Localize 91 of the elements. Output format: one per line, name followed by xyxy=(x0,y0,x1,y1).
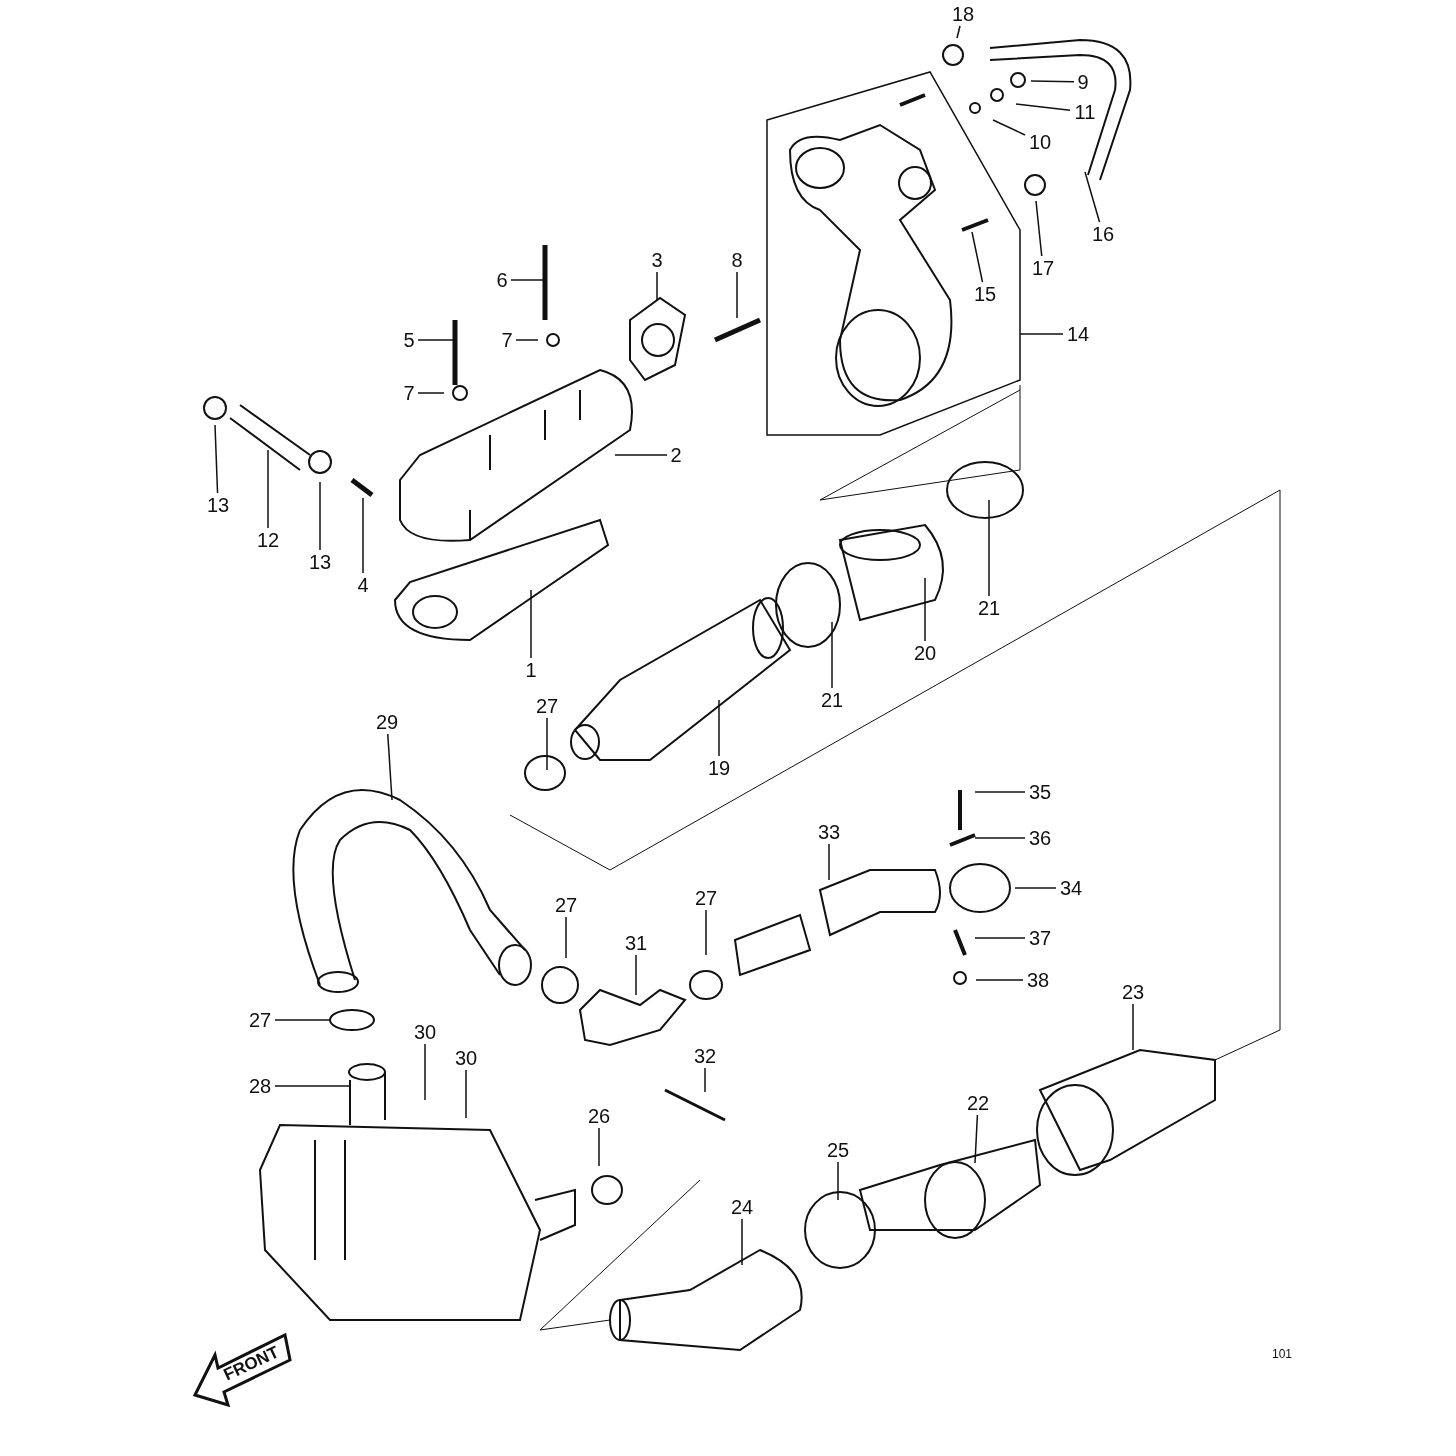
callout-number: 21 xyxy=(820,690,844,710)
leader-line xyxy=(974,837,1026,839)
leader-line xyxy=(614,454,668,456)
callout-number: 5 xyxy=(403,330,415,350)
callout-number: 12 xyxy=(256,530,280,550)
callout-number: 34 xyxy=(1059,878,1083,898)
callout-number: 20 xyxy=(913,643,937,663)
callout-number: 27 xyxy=(248,1010,272,1030)
callout-number: 30 xyxy=(454,1048,478,1068)
leader-line xyxy=(274,1085,351,1087)
callout-number: 10 xyxy=(1028,132,1052,152)
callout-number: 33 xyxy=(817,822,841,842)
leader-line xyxy=(974,791,1026,793)
callout-number: 31 xyxy=(624,933,648,953)
callout-number: 29 xyxy=(375,712,399,732)
callout-number: 38 xyxy=(1026,970,1050,990)
leader-line xyxy=(1015,103,1071,111)
callout-number: 27 xyxy=(554,895,578,915)
callout-number: 9 xyxy=(1077,72,1089,92)
leader-line xyxy=(924,577,926,642)
leader-line xyxy=(417,392,445,394)
callout-number: 25 xyxy=(826,1140,850,1160)
callout-number: 11 xyxy=(1074,102,1096,122)
leader-line xyxy=(736,271,738,319)
callout-number: 36 xyxy=(1028,828,1052,848)
callout-number: 7 xyxy=(501,330,513,350)
leader-line xyxy=(975,979,1024,981)
leader-line xyxy=(718,699,720,757)
callout-number: 18 xyxy=(951,4,975,24)
leader-line xyxy=(214,424,219,494)
leader-line xyxy=(704,1067,706,1093)
callout-number: 16 xyxy=(1091,224,1115,244)
leader-line xyxy=(565,916,567,959)
callout-number: 21 xyxy=(977,598,1001,618)
leader-line xyxy=(1030,80,1075,83)
leader-line xyxy=(417,339,456,341)
leader-line xyxy=(598,1127,600,1167)
callout-number: 3 xyxy=(651,250,663,270)
leader-line xyxy=(705,909,707,956)
callout-number: 27 xyxy=(535,696,559,716)
leader-line xyxy=(956,25,961,39)
leader-line xyxy=(1132,1003,1134,1051)
callout-number: 32 xyxy=(693,1046,717,1066)
callout-number: 37 xyxy=(1028,928,1052,948)
leader-line xyxy=(1019,333,1064,335)
callout-number: 35 xyxy=(1028,782,1052,802)
leader-line xyxy=(424,1043,426,1101)
callout-number: 14 xyxy=(1066,324,1090,344)
callout-number: 1 xyxy=(525,660,537,680)
callout-number: 13 xyxy=(206,495,230,515)
leader-line xyxy=(837,1161,839,1201)
callout-number: 2 xyxy=(670,445,682,465)
leader-line xyxy=(656,271,658,301)
page-number: 101 xyxy=(1272,1348,1293,1360)
callout-number: 27 xyxy=(694,888,718,908)
callout-number: 24 xyxy=(730,1197,754,1217)
leader-line xyxy=(465,1069,467,1119)
callout-number: 30 xyxy=(413,1022,437,1042)
leader-line xyxy=(992,119,1026,136)
leader-line xyxy=(831,621,833,689)
leader-line xyxy=(1035,200,1043,257)
leader-line xyxy=(274,1019,331,1021)
callout-number: 23 xyxy=(1121,982,1145,1002)
callout-number: 17 xyxy=(1031,258,1055,278)
callout-number: 19 xyxy=(707,758,731,778)
callout-number: 22 xyxy=(966,1093,990,1113)
leader-line xyxy=(1084,171,1101,223)
leader-line xyxy=(546,717,548,771)
callout-number: 26 xyxy=(587,1106,611,1126)
leader-line xyxy=(974,1114,979,1164)
leader-line xyxy=(510,279,546,281)
leader-line xyxy=(530,589,532,659)
leader-line xyxy=(515,339,539,341)
callout-number: 6 xyxy=(496,270,508,290)
callout-number: 8 xyxy=(731,250,743,270)
callout-number: 15 xyxy=(973,284,997,304)
leader-line xyxy=(988,499,990,597)
leader-line xyxy=(319,481,321,551)
callout-number: 28 xyxy=(248,1076,272,1096)
callout-number: 7 xyxy=(403,383,415,403)
leader-line xyxy=(971,231,984,283)
leader-line xyxy=(267,449,269,529)
leader-line xyxy=(828,843,830,881)
leader-line xyxy=(1014,887,1057,889)
leader-line xyxy=(387,733,393,801)
leader-line xyxy=(635,954,637,996)
callout-number: 13 xyxy=(308,552,332,572)
leader-line xyxy=(974,937,1026,939)
leader-line xyxy=(362,497,364,574)
leader-line xyxy=(741,1218,743,1266)
callout-number: 4 xyxy=(357,575,369,595)
